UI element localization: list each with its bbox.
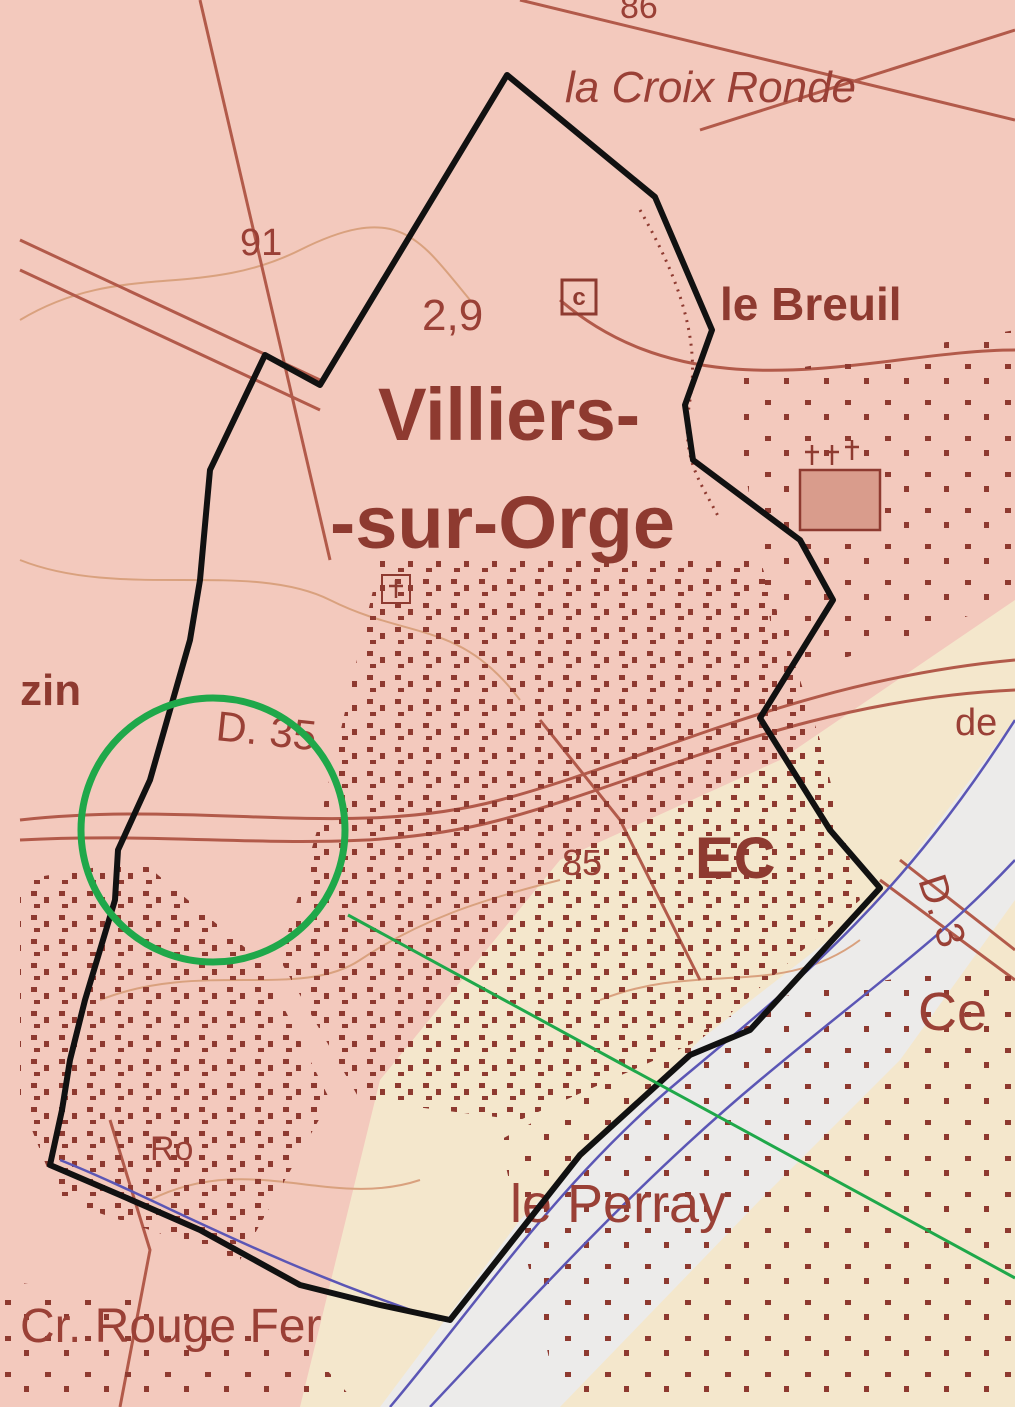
label-ro: Ro: [150, 1130, 193, 1168]
cemetery-cross-icon: [798, 440, 882, 532]
church-icon: [381, 574, 411, 604]
label-zin: zin: [20, 666, 81, 715]
highlight-leader-line: [347, 913, 1015, 1280]
label-ce: Ce: [918, 982, 987, 1042]
label-elev-85: 85: [562, 842, 602, 883]
label-perray: le Perray: [510, 1174, 726, 1234]
label-croix-ronde: la Croix Ronde: [565, 63, 856, 112]
label-town-line1: Villiers-: [378, 373, 640, 456]
label-de: de: [955, 702, 997, 744]
c-marker-icon: c: [560, 278, 598, 316]
label-rouge-fer: Cr. Rouge Fer: [20, 1300, 321, 1353]
label-spot-29: 2,9: [422, 291, 483, 340]
commune-boundary: [47, 72, 883, 1323]
label-breuil: le Breuil: [720, 278, 902, 330]
river-lines: [59, 719, 1015, 1407]
label-town-line2: -sur-Orge: [330, 481, 675, 564]
highlight-circle: [77, 694, 349, 966]
label-ec: EC: [695, 826, 776, 891]
map-labels: 86 la Croix Ronde le Breuil 2,9 91 Villi…: [20, 0, 997, 1353]
building-blocks: [0, 330, 1015, 1407]
label-spot-91: 91: [240, 222, 282, 264]
c-marker-label: c: [572, 284, 585, 311]
label-top-digits: 86: [620, 0, 658, 26]
